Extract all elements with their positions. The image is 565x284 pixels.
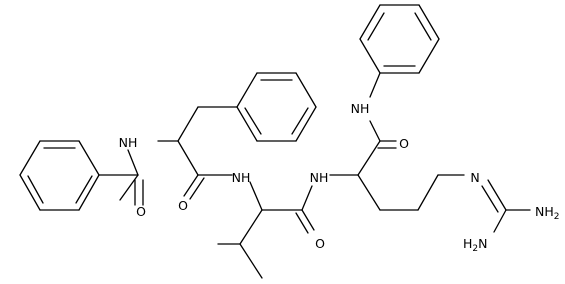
guanidine-group (481, 179, 531, 233)
atom-label-o-val: O (315, 236, 325, 251)
anilide-ring (359, 4, 440, 98)
arginine-residue (329, 120, 465, 211)
atom-label-nh-arg: NH (310, 170, 329, 185)
benzoyl-ring (19, 140, 100, 211)
atom-label-nh-anilide: NH (351, 101, 370, 116)
atom-label-nh2-upper: NH2 (535, 204, 559, 222)
phenylalanine-residue (157, 106, 238, 200)
atom-label-nh2-lower: H2N (463, 236, 488, 254)
benzamide-carbonyl (98, 149, 144, 206)
atom-labels: NH O O NH O NH O NH N NH2 H2N (119, 101, 560, 254)
valine-residue (217, 181, 315, 279)
atom-label-nh-val: NH (232, 170, 251, 185)
atom-label-o-phe: O (178, 198, 188, 213)
atom-label-o-benzamide: O (136, 204, 146, 219)
atom-label-n-guanidine: N (470, 170, 479, 185)
atom-label-o-arg: O (399, 136, 409, 151)
atom-label-nh-benzamide: NH (119, 135, 138, 150)
phenylalanine-ring (236, 72, 317, 142)
